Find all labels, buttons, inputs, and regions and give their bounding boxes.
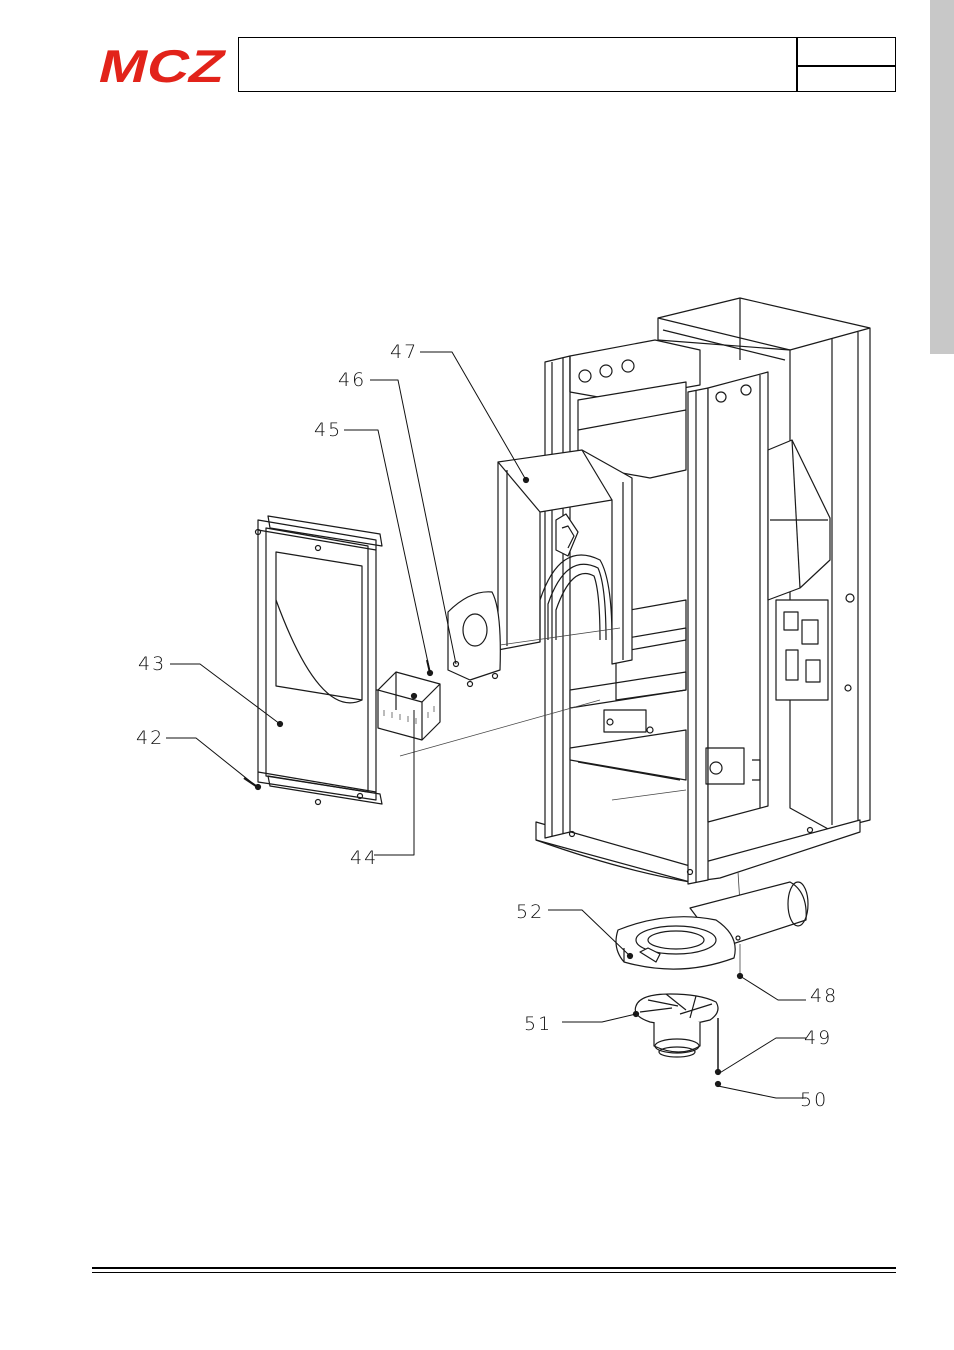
callout-46: 46 — [338, 369, 366, 391]
leader-lines — [166, 351, 806, 1099]
callout-43: 43 — [138, 653, 166, 675]
title-block — [238, 37, 896, 92]
title-row-divider — [796, 65, 895, 67]
footer-rule — [92, 1267, 896, 1269]
side-tab — [930, 0, 954, 354]
fan-screws — [714, 944, 744, 1088]
brand-text: MCZ — [94, 42, 232, 88]
callout-50: 50 — [800, 1089, 828, 1111]
callout-47: 47 — [390, 341, 418, 363]
callout-49: 49 — [804, 1027, 832, 1049]
stove-body — [535, 297, 871, 885]
part-51-impeller — [632, 993, 719, 1058]
mcz-logo: MCZ — [94, 42, 232, 88]
part-47-door-frame — [497, 449, 633, 665]
callout-44: 44 — [350, 847, 378, 869]
part-52-fan-housing — [615, 881, 809, 970]
part-44-burner-basket — [350, 671, 441, 741]
part-43-door-panel — [254, 515, 383, 806]
callout-52: 52 — [516, 901, 544, 923]
callout-42: 42 — [136, 727, 164, 749]
footer-rule-thin — [92, 1272, 896, 1273]
part-46-gasket — [447, 591, 501, 688]
callout-45: 45 — [314, 419, 342, 441]
callout-51: 51 — [524, 1013, 552, 1035]
title-divider — [796, 38, 798, 91]
callout-48: 48 — [810, 985, 838, 1007]
